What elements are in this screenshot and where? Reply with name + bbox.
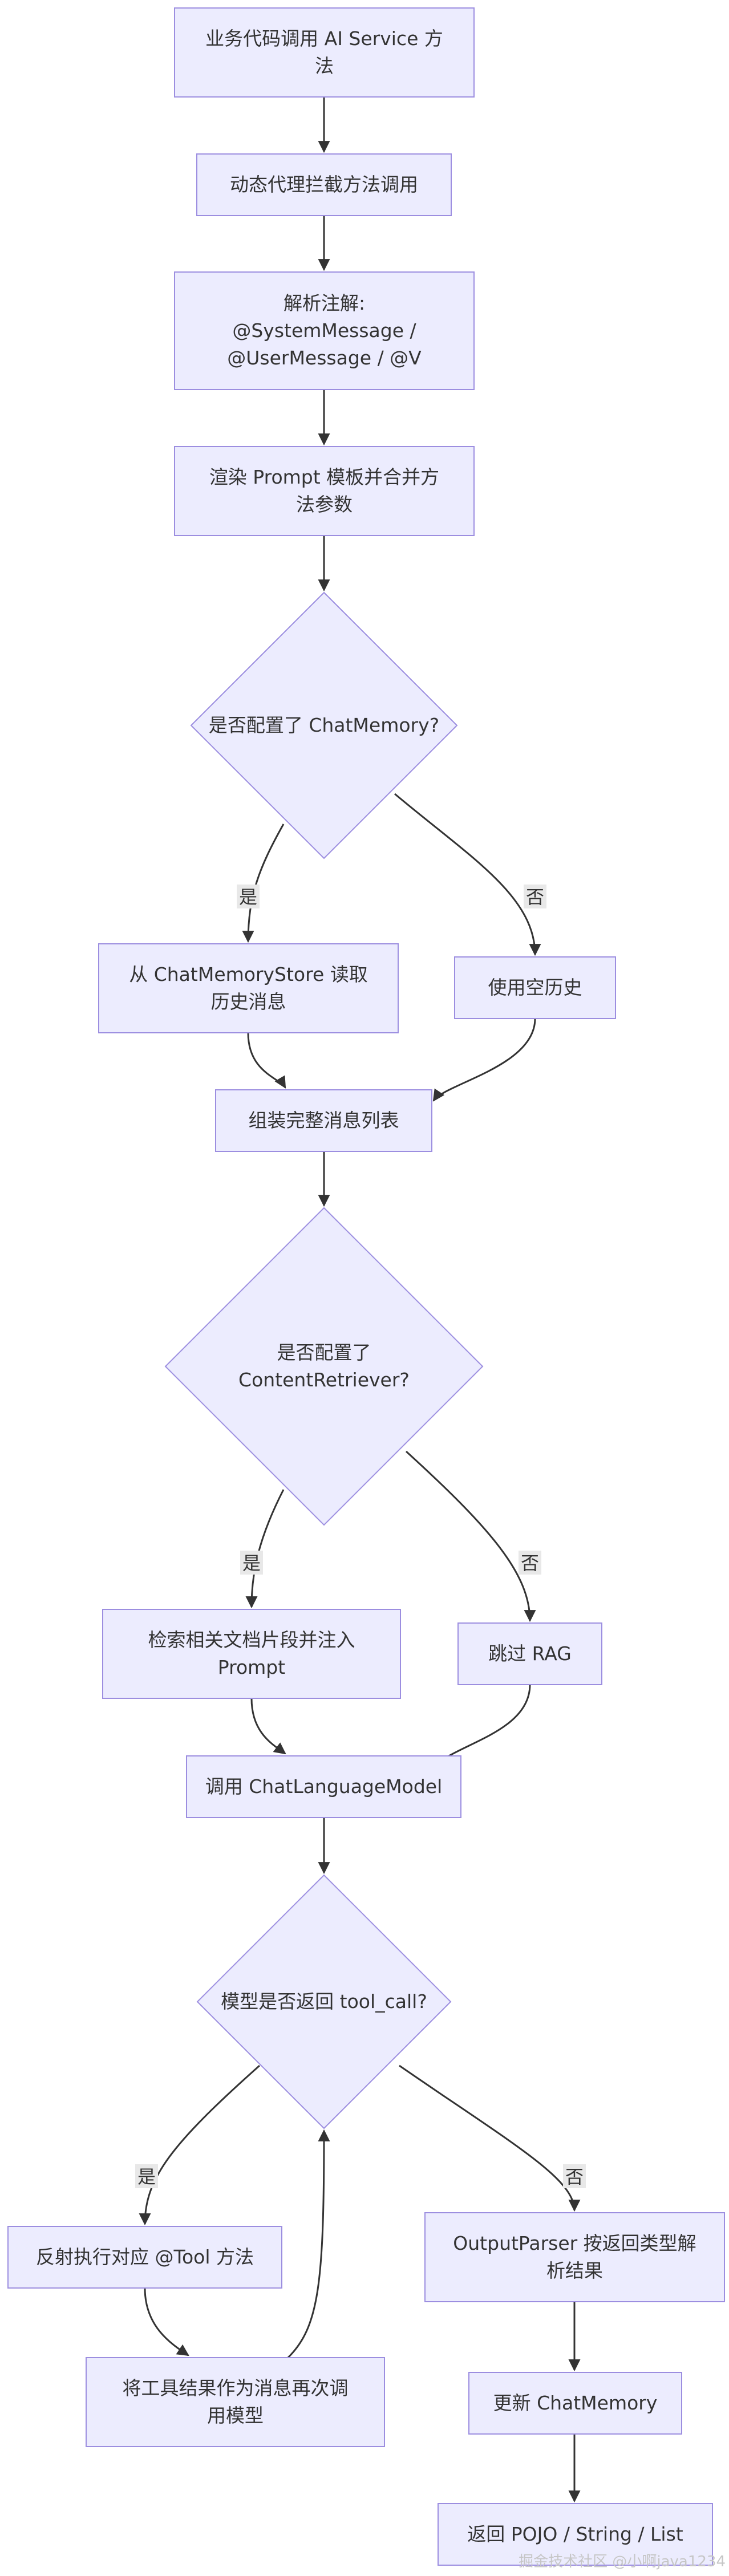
node-call-ai-service-box (174, 7, 475, 98)
edge-label-retriever-yes-bg (240, 1551, 263, 1575)
edge-label-memory-yes-bg (237, 885, 260, 908)
node-empty-history: 使用空历史 (454, 956, 616, 1019)
node-invoke-tool-text-line: 反射执行对应 @Tool 方法 (36, 2246, 254, 2268)
edge-label-memory-yes-text: 是 (239, 886, 257, 908)
node-feed-tool-result-text-line: 用模型 (207, 2404, 264, 2427)
decision-content-retriever-shape (164, 1207, 484, 1526)
edge-retriever-yes (245, 1489, 285, 1609)
node-skip-rag-text-line: 跳过 RAG (488, 1642, 572, 1665)
node-return-result-box (438, 2503, 713, 2566)
node-assemble-messages-text-line: 组装完整消息列表 (249, 1109, 399, 1131)
node-retrieve-docs-box (102, 1609, 401, 1699)
node-feed-tool-result-box (86, 2357, 385, 2447)
node-output-parser-text-line: OutputParser 按返回类型解 (453, 2232, 696, 2254)
edge-label-retriever-yes: 是 (240, 1551, 263, 1575)
decision-tool-call-shape (196, 1874, 452, 2129)
node-skip-rag-box (457, 1622, 602, 1685)
edge-label-memory-no: 否 (524, 885, 546, 908)
node-call-ai-service: 业务代码调用 AI Service 方法 (174, 7, 475, 98)
decision-chat-memory: 是否配置了 ChatMemory? (190, 591, 458, 859)
edge-retriever-no (405, 1450, 536, 1622)
decision-tool-call: 模型是否返回 tool_call? (196, 1874, 452, 2129)
edge-label-retriever-no-text: 否 (521, 1552, 539, 1574)
edge-label-retriever-no: 否 (519, 1551, 541, 1575)
edge-label-memory-yes: 是 (237, 885, 260, 908)
node-call-ai-service-text-line: 法 (315, 55, 334, 77)
node-assemble-messages: 组装完整消息列表 (215, 1089, 432, 1152)
node-call-model: 调用 ChatLanguageModel (186, 1755, 461, 1818)
node-update-memory: 更新 ChatMemory (468, 2372, 682, 2435)
node-update-memory-box (468, 2372, 682, 2435)
edge-read-to-assemble (247, 1032, 286, 1089)
decision-tool-call-text-line: 模型是否返回 tool_call? (221, 1990, 427, 2013)
node-parse-annotations: 解析注解: @SystemMessage / @UserMessage / @V (174, 271, 475, 390)
node-read-history-text-line: 历史消息 (211, 991, 286, 1013)
edge-retrieve-to-model (250, 1698, 286, 1755)
node-dynamic-proxy-text-line: 动态代理拦截方法调用 (230, 173, 418, 196)
node-dynamic-proxy-box (196, 153, 452, 216)
node-parse-annotations-text-line: 解析注解: (284, 292, 365, 314)
node-output-parser-box (424, 2212, 725, 2302)
node-skip-rag: 跳过 RAG (457, 1622, 602, 1685)
node-render-prompt-text-line: 法参数 (296, 493, 353, 516)
edge-feed-back-to-model (287, 2129, 330, 2359)
edge-memory-no (394, 793, 541, 956)
decision-chat-memory-shape (190, 591, 458, 859)
node-empty-history-box (454, 956, 616, 1019)
decision-chat-memory-text-line: 是否配置了 ChatMemory? (209, 714, 439, 736)
edge-label-tool-yes-text: 是 (137, 2166, 156, 2188)
edge-invoke-to-feed (144, 2287, 189, 2356)
node-output-parser-text-line: 析结果 (546, 2259, 603, 2282)
node-call-model-text-line: 调用 ChatLanguageModel (205, 1775, 443, 1798)
edge-label-retriever-yes-text: 是 (242, 1552, 261, 1574)
node-assemble-messages-box (215, 1089, 432, 1152)
node-update-memory-text-line: 更新 ChatMemory (493, 2392, 658, 2414)
node-return-result-text-line: 返回 POJO / String / List (467, 2523, 683, 2545)
node-return-result: 返回 POJO / String / List (438, 2503, 713, 2566)
edge-label-tool-yes: 是 (135, 2164, 158, 2188)
node-retrieve-docs-text-line: 检索相关文档片段并注入 (148, 1629, 355, 1651)
node-parse-annotations-box (174, 271, 475, 390)
edge-label-tool-no-text: 否 (565, 2166, 584, 2188)
node-render-prompt-text-line: 渲染 Prompt 模板并合并方 (209, 466, 439, 488)
decision-content-retriever-text-line: ContentRetriever? (238, 1369, 410, 1391)
node-invoke-tool: 反射执行对应 @Tool 方法 (7, 2226, 282, 2289)
node-retrieve-docs: 检索相关文档片段并注入 Prompt (102, 1609, 401, 1699)
edge-tool-yes (139, 2064, 260, 2226)
node-feed-tool-result-text-line: 将工具结果作为消息再次调 (123, 2377, 349, 2399)
edge-label-tool-no: 否 (563, 2164, 586, 2188)
edge-memory-yes (242, 823, 285, 943)
node-read-history-box (98, 943, 399, 1033)
node-render-prompt-box (174, 446, 475, 536)
edge-label-tool-yes-bg (135, 2164, 158, 2188)
edge-tool-no (399, 2064, 581, 2212)
watermark-text: 掘金技术社区 @小啊java1234 (519, 2553, 726, 2570)
node-retrieve-docs-text-line: Prompt (218, 1656, 285, 1678)
node-parse-annotations-text-line: @UserMessage / @V (227, 347, 422, 369)
node-call-model-box (186, 1755, 461, 1818)
edge-empty-to-assemble (432, 1018, 536, 1102)
decision-content-retriever-text-line: 是否配置了 (277, 1341, 371, 1364)
edge-label-memory-no-bg (524, 885, 546, 908)
node-parse-annotations-text-line: @SystemMessage / (232, 319, 416, 342)
node-invoke-tool-box (7, 2226, 282, 2289)
node-read-history-text-line: 从 ChatMemoryStore 读取 (129, 963, 368, 985)
edge-label-tool-no-bg (563, 2164, 586, 2188)
edge-label-memory-no-text: 否 (526, 886, 544, 908)
decision-content-retriever: 是否配置了 ContentRetriever? (164, 1207, 484, 1526)
node-empty-history-text-line: 使用空历史 (488, 976, 582, 999)
edge-label-retriever-no-bg (519, 1551, 541, 1575)
node-call-ai-service-text-line: 业务代码调用 AI Service 方 (205, 27, 443, 50)
node-dynamic-proxy: 动态代理拦截方法调用 (196, 153, 452, 216)
